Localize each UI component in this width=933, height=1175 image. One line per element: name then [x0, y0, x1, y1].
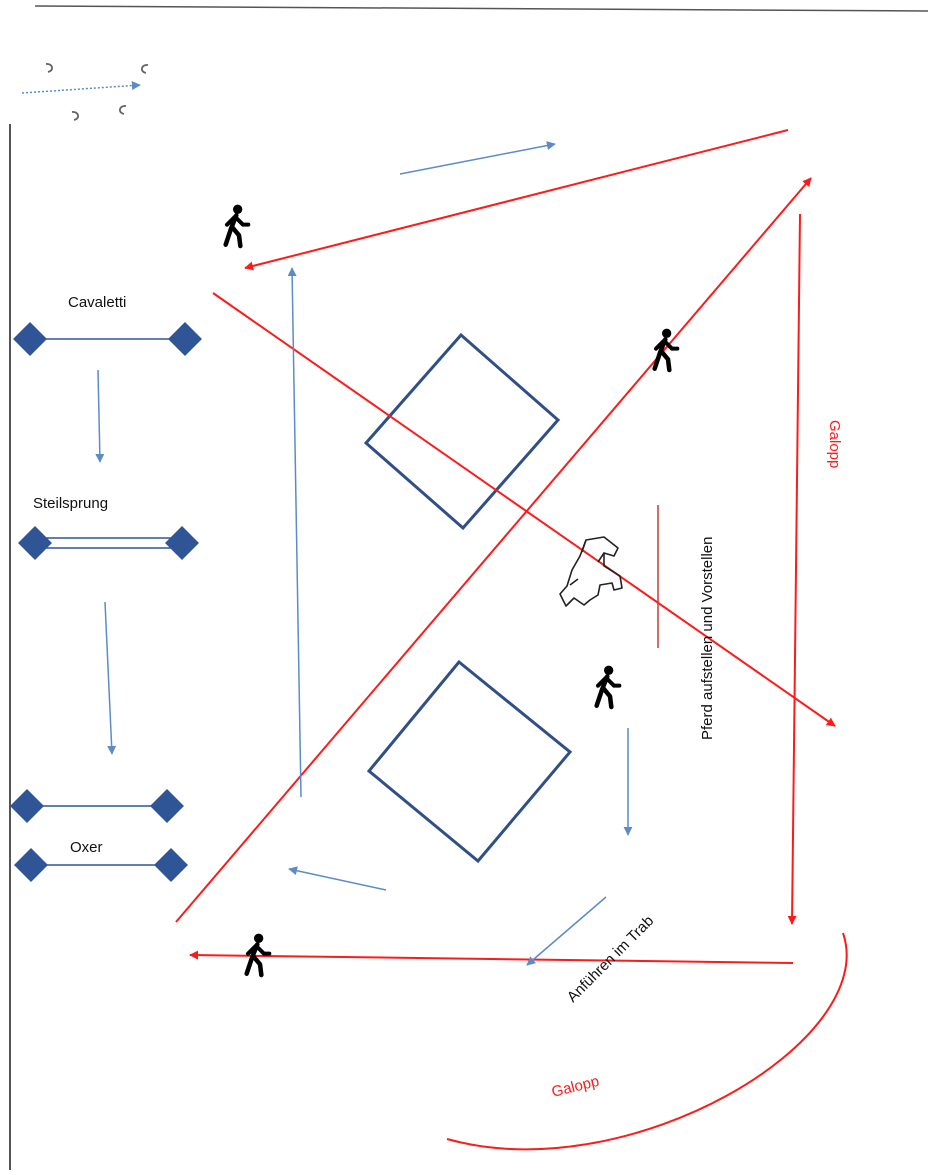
red-bottom-line — [189, 950, 794, 964]
red-diagonal-line — [212, 292, 836, 727]
horseshoe-icon — [141, 64, 149, 74]
dotted-arrow — [21, 81, 141, 94]
blue-arrow — [526, 896, 607, 966]
walking-person-icon — [597, 666, 620, 707]
horseshoe-icon — [71, 111, 79, 121]
oxer-label: Oxer — [70, 839, 103, 856]
galopp-bottom-label: Galopp — [550, 1073, 601, 1101]
red-diagonal-line — [175, 177, 812, 923]
top-border-line — [34, 5, 929, 12]
red-top-line — [244, 129, 789, 271]
anfuehren-trab-label: Anführen im Trab — [564, 912, 657, 1005]
walking-person-icon — [247, 934, 270, 975]
cavaletti-obstacle — [13, 322, 202, 356]
horseshoe-icon — [45, 63, 53, 73]
horseshoe-icon — [119, 105, 127, 115]
oxer-obstacle — [10, 789, 188, 882]
horse-outline-icon — [559, 536, 623, 607]
red-gallop-curve — [446, 932, 848, 1151]
steilsprung-obstacle — [18, 526, 199, 560]
galopp-right-label: Galopp — [826, 420, 843, 468]
center-square-lower — [366, 659, 573, 864]
steilsprung-label: Steilsprung — [33, 495, 108, 512]
pferd-aufstellen-label: Pferd aufstellen und Vorstellen — [699, 537, 716, 740]
blue-arrow — [399, 141, 556, 175]
center-square-upper — [363, 332, 561, 531]
obstacle-flow-arrow — [104, 601, 117, 755]
blue-arrow — [287, 267, 302, 798]
obstacle-flow-arrow — [95, 369, 105, 463]
blue-arrow — [288, 866, 387, 891]
red-right-line — [787, 213, 801, 925]
cavaletti-label: Cavaletti — [68, 294, 126, 311]
horseshoe-cluster — [45, 63, 149, 121]
walking-person-icon — [226, 205, 249, 246]
